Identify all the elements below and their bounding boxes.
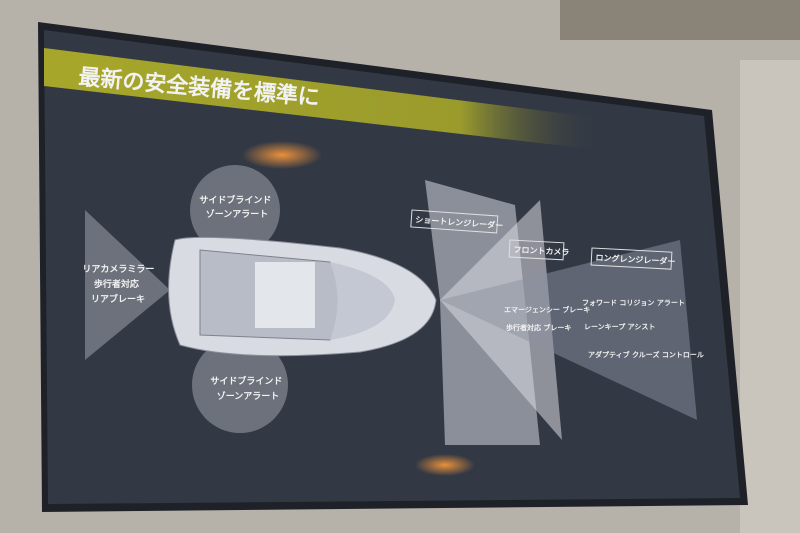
feature-lane-keep-assist: レーンキープ アシスト [584,322,655,331]
side-blind-zone-bottom [192,337,288,433]
side-blind-bottom-label: サイドブラインド ゾーンアラート [210,375,285,402]
front-camera-tag: フロントカメラ [508,239,570,261]
long-range-radar-zone [440,240,697,420]
svg-text:フロントカメラ: フロントカメラ [513,245,569,257]
title-band [44,48,600,150]
feature-pedestrian-brake: 歩行者対応 ブレーキ [506,323,571,332]
rear-label: リアカメラミラー 歩行者対応 リアブレーキ [82,264,157,305]
side-blind-top-label: サイドブラインド ゾーンアラート [199,194,274,220]
feature-forward-collision-alert: フォワード コリジョン アラート [582,299,685,307]
ceiling-beam [560,0,800,40]
svg-text:ロングレンジレーダー: ロングレンジレーダー [595,252,675,266]
feature-emergency-brake: エマージェンシー ブレーキ [504,305,590,314]
wall-edge [740,60,800,533]
light-reflection [242,141,322,169]
rear-sensor-zone [85,210,170,360]
feature-adaptive-cruise: アダプティブ クルーズ コントロール [588,350,704,359]
long-range-radar-tag: ロングレンジレーダー [590,247,676,270]
light-reflection [415,454,475,476]
car-top-view [168,236,437,357]
side-blind-zone-top [190,165,280,255]
